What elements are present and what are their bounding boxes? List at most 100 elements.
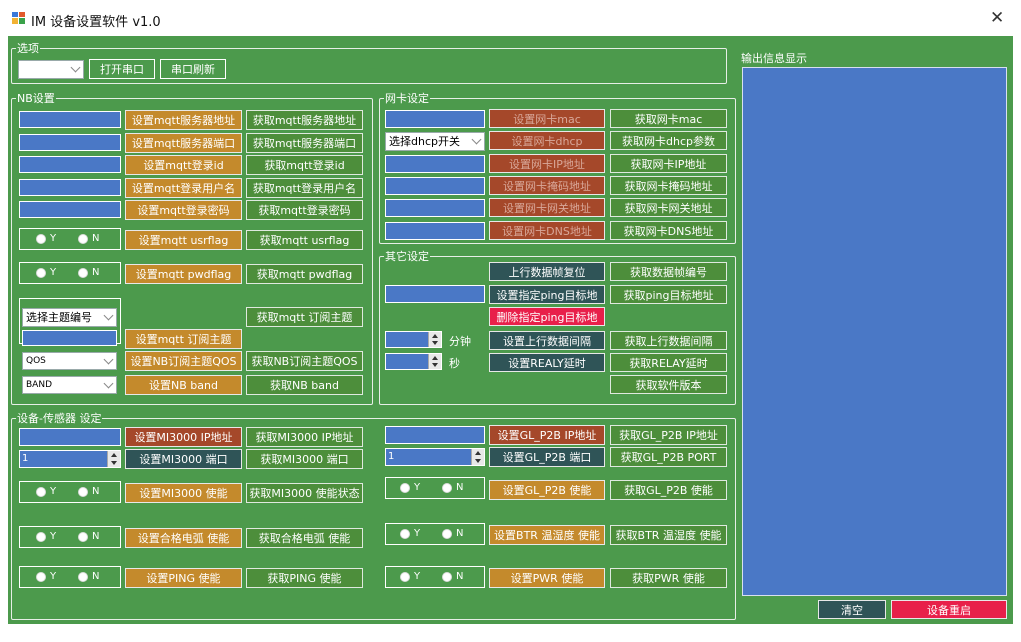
- get-arc-enable-button[interactable]: 获取合格电弧 使能: [246, 528, 363, 548]
- get-frame-number-button[interactable]: 获取数据帧编号: [610, 262, 727, 281]
- get-nic-ip-button[interactable]: 获取网卡IP地址: [610, 154, 727, 173]
- set-pwr-enable-button[interactable]: 设置PWR 使能: [489, 568, 605, 588]
- set-nic-ip-button[interactable]: 设置网卡IP地址: [489, 154, 605, 173]
- set-mi3000-enable-button[interactable]: 设置MI3000 使能: [125, 483, 242, 503]
- set-nic-dhcp-button[interactable]: 设置网卡dhcp: [489, 131, 605, 150]
- mqtt-login-password-input[interactable]: [19, 201, 121, 218]
- nic-ip-input[interactable]: [385, 155, 485, 173]
- band-select[interactable]: BAND: [22, 376, 117, 394]
- mi3000-ip-input[interactable]: [19, 428, 121, 446]
- get-nic-dhcp-button[interactable]: 获取网卡dhcp参数: [610, 131, 727, 150]
- set-gl-p2b-enable-button[interactable]: 设置GL_P2B 使能: [489, 480, 605, 500]
- get-nb-topic-qos-button[interactable]: 获取NB订阅主题QOS: [246, 351, 363, 371]
- set-mi3000-port-button[interactable]: 设置MI3000 端口: [125, 449, 242, 469]
- btr-yes-radio[interactable]: Y: [400, 528, 420, 539]
- get-mi3000-enable-button[interactable]: 获取MI3000 使能状态: [246, 483, 363, 503]
- get-btr-enable-button[interactable]: 获取BTR 温湿度 使能: [610, 525, 727, 545]
- set-mqtt-login-id-button[interactable]: 设置mqtt登录id: [125, 155, 242, 175]
- pwdflag-yes-radio[interactable]: Y: [36, 267, 56, 278]
- open-port-button[interactable]: 打开串口: [89, 59, 155, 79]
- nic-mask-input[interactable]: [385, 177, 485, 195]
- serial-port-select[interactable]: [18, 60, 84, 79]
- set-gl-p2b-ip-button[interactable]: 设置GL_P2B IP地址: [489, 425, 605, 445]
- spin-arrows-icon[interactable]: [471, 449, 484, 465]
- get-ping-enable-button[interactable]: 获取PING 使能: [246, 568, 363, 588]
- gl-p2b-no-radio[interactable]: N: [442, 482, 463, 493]
- get-pwr-enable-button[interactable]: 获取PWR 使能: [610, 568, 727, 588]
- set-ping-enable-button[interactable]: 设置PING 使能: [125, 568, 242, 588]
- dhcp-switch-select[interactable]: 选择dhcp开关: [385, 132, 485, 151]
- delete-ping-target-button[interactable]: 删除指定ping目标地: [489, 307, 605, 326]
- set-nic-gateway-button[interactable]: 设置网卡网关地址: [489, 198, 605, 217]
- mi3000-port-stepper[interactable]: 1: [19, 450, 121, 468]
- output-textbox[interactable]: [742, 67, 1007, 596]
- arc-yes-radio[interactable]: Y: [36, 531, 56, 542]
- set-nic-mask-button[interactable]: 设置网卡掩码地址: [489, 176, 605, 195]
- get-nic-dns-button[interactable]: 获取网卡DNS地址: [610, 221, 727, 240]
- get-gl-p2b-ip-button[interactable]: 获取GL_P2B IP地址: [610, 425, 727, 445]
- get-gl-p2b-enable-button[interactable]: 获取GL_P2B 使能: [610, 480, 727, 500]
- ping-target-input[interactable]: [385, 285, 485, 303]
- get-mqtt-server-address-button[interactable]: 获取mqtt服务器地址: [246, 110, 363, 130]
- usrflag-no-radio[interactable]: N: [78, 233, 99, 244]
- nic-gateway-input[interactable]: [385, 199, 485, 217]
- device-reboot-button[interactable]: 设备重启: [891, 600, 1007, 619]
- get-software-version-button[interactable]: 获取软件版本: [610, 375, 727, 394]
- mqtt-server-address-input[interactable]: [19, 111, 121, 128]
- mqtt-login-id-input[interactable]: [19, 156, 121, 173]
- clear-button[interactable]: 清空: [818, 600, 886, 619]
- set-mqtt-server-address-button[interactable]: 设置mqtt服务器地址: [125, 110, 242, 130]
- set-gl-p2b-port-button[interactable]: 设置GL_P2B 端口: [489, 447, 605, 467]
- get-mqtt-login-password-button[interactable]: 获取mqtt登录密码: [246, 200, 363, 220]
- get-mqtt-topic-button[interactable]: 获取mqtt 订阅主题: [246, 307, 363, 327]
- ping-yes-radio[interactable]: Y: [36, 571, 56, 582]
- nic-dns-input[interactable]: [385, 222, 485, 240]
- set-nic-mac-button[interactable]: 设置网卡mac: [489, 109, 605, 128]
- set-btr-enable-button[interactable]: 设置BTR 温湿度 使能: [489, 525, 605, 545]
- relay-seconds-stepper[interactable]: [385, 353, 442, 370]
- refresh-port-button[interactable]: 串口刷新: [160, 59, 226, 79]
- ping-no-radio[interactable]: N: [78, 571, 99, 582]
- set-nb-topic-qos-button[interactable]: 设置NB订阅主题QOS: [125, 351, 242, 371]
- get-relay-delay-button[interactable]: 获取RELAY延时: [610, 353, 727, 372]
- get-mqtt-usrflag-button[interactable]: 获取mqtt usrflag: [246, 230, 363, 250]
- get-ping-target-button[interactable]: 获取ping目标地址: [610, 285, 727, 304]
- get-upload-interval-button[interactable]: 获取上行数据间隔: [610, 331, 727, 350]
- mi3000-no-radio[interactable]: N: [78, 486, 99, 497]
- set-mqtt-topic-button[interactable]: 设置mqtt 订阅主题: [125, 329, 242, 349]
- get-nb-band-button[interactable]: 获取NB band: [246, 375, 363, 395]
- set-arc-enable-button[interactable]: 设置合格电弧 使能: [125, 528, 242, 548]
- pwdflag-no-radio[interactable]: N: [78, 267, 99, 278]
- gl-p2b-ip-input[interactable]: [385, 426, 485, 444]
- get-mi3000-ip-button[interactable]: 获取MI3000 IP地址: [246, 427, 363, 447]
- qos-select[interactable]: QOS: [22, 352, 117, 370]
- spin-arrows-icon[interactable]: [107, 451, 120, 467]
- set-mqtt-login-password-button[interactable]: 设置mqtt登录密码: [125, 200, 242, 220]
- topic-number-select[interactable]: 选择主题编号: [22, 308, 117, 327]
- set-upload-interval-button[interactable]: 设置上行数据间隔: [489, 331, 605, 350]
- set-relay-delay-button[interactable]: 设置REALY延时: [489, 353, 605, 372]
- set-nic-dns-button[interactable]: 设置网卡DNS地址: [489, 221, 605, 240]
- get-nic-mask-button[interactable]: 获取网卡掩码地址: [610, 176, 727, 195]
- get-nic-gateway-button[interactable]: 获取网卡网关地址: [610, 198, 727, 217]
- gl-p2b-yes-radio[interactable]: Y: [400, 482, 420, 493]
- mqtt-server-port-input[interactable]: [19, 134, 121, 151]
- mqtt-topic-input[interactable]: [22, 330, 117, 346]
- set-mqtt-login-username-button[interactable]: 设置mqtt登录用户名: [125, 178, 242, 198]
- get-nic-mac-button[interactable]: 获取网卡mac: [610, 109, 727, 128]
- get-mqtt-server-port-button[interactable]: 获取mqtt服务器端口: [246, 133, 363, 153]
- get-mqtt-pwdflag-button[interactable]: 获取mqtt pwdflag: [246, 264, 363, 284]
- set-mqtt-usrflag-button[interactable]: 设置mqtt usrflag: [125, 230, 242, 250]
- set-mqtt-server-port-button[interactable]: 设置mqtt服务器端口: [125, 133, 242, 153]
- nic-mac-input[interactable]: [385, 110, 485, 128]
- set-nb-band-button[interactable]: 设置NB band: [125, 375, 242, 395]
- get-mi3000-port-button[interactable]: 获取MI3000 端口: [246, 449, 363, 469]
- get-mqtt-login-id-button[interactable]: 获取mqtt登录id: [246, 155, 363, 175]
- get-mqtt-login-username-button[interactable]: 获取mqtt登录用户名: [246, 178, 363, 198]
- close-icon[interactable]: ✕: [990, 8, 1005, 28]
- arc-no-radio[interactable]: N: [78, 531, 99, 542]
- gl-p2b-port-stepper[interactable]: 1: [385, 448, 485, 466]
- spin-arrows-icon[interactable]: [428, 354, 441, 369]
- set-ping-target-button[interactable]: 设置指定ping目标地: [489, 285, 605, 304]
- get-gl-p2b-port-button[interactable]: 获取GL_P2B PORT: [610, 447, 727, 467]
